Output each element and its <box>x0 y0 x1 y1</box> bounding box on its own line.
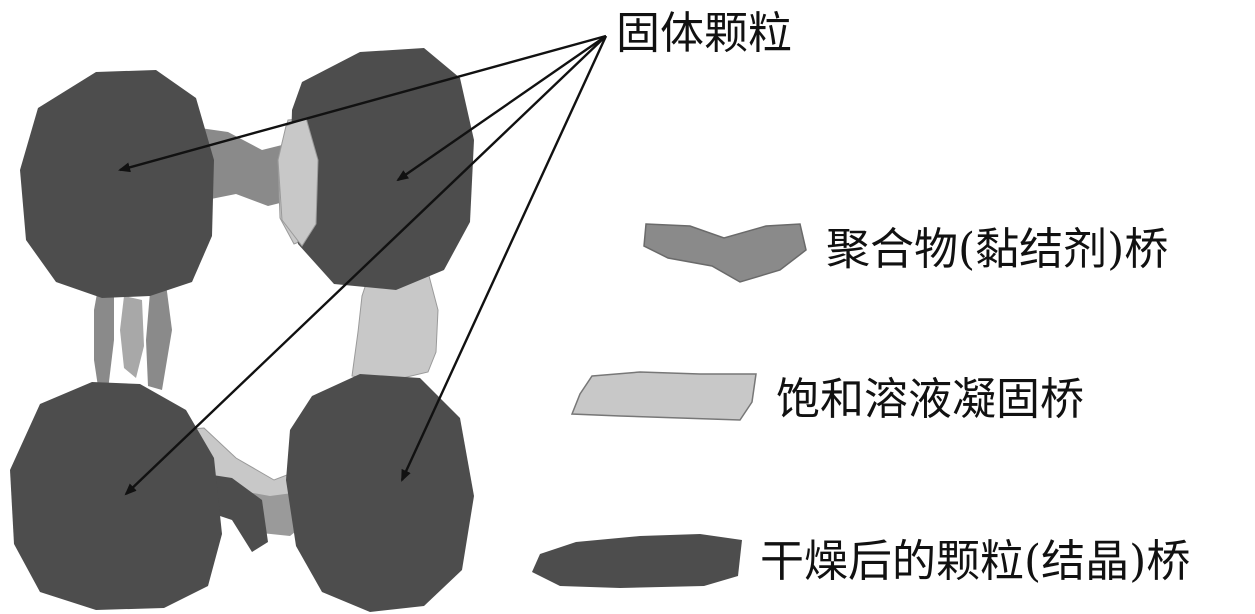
solid-particles-label: 固体颗粒 <box>616 12 792 56</box>
legend-swatch-crystal <box>532 534 742 588</box>
solid-particle-top-left <box>20 70 214 298</box>
polymer-bridge-left-3 <box>146 284 172 390</box>
polymer-bridge-left-2 <box>120 296 144 378</box>
legend-swatch-polymer <box>644 224 806 282</box>
saturated-cap-top-right <box>278 118 318 246</box>
saturated-solution-bridge-label: 饱和溶液凝固桥 <box>776 378 1084 422</box>
legend-swatch-saturated <box>572 372 756 420</box>
polymer-bridge-label: 聚合物(黏结剂)桥 <box>826 228 1168 272</box>
dried-particle-bridge-label: 干燥后的颗粒(结晶)桥 <box>760 540 1190 584</box>
solid-particle-bottom-left <box>10 382 222 610</box>
solid-particle-bottom-right <box>286 374 474 612</box>
